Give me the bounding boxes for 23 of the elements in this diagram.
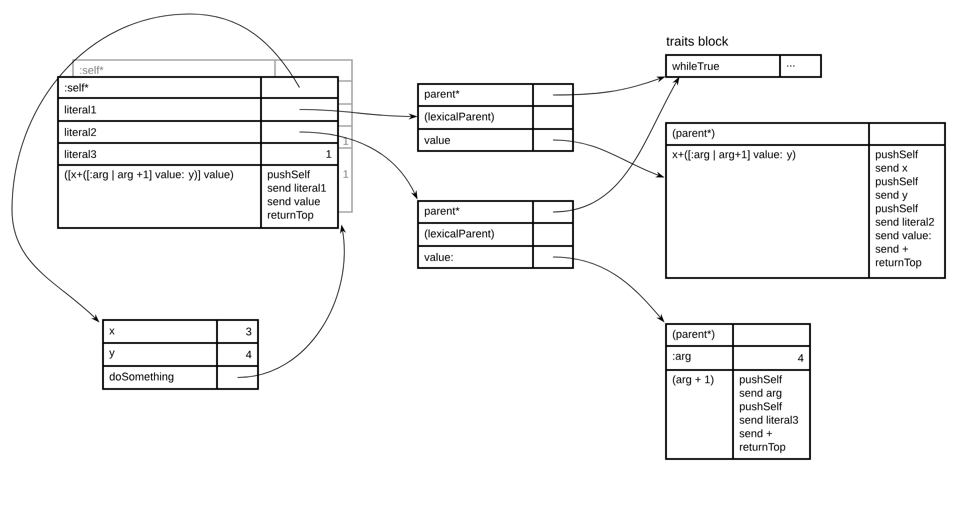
slot-cell [217, 366, 258, 389]
slot-cell [533, 129, 573, 151]
slot-label: 1 [344, 170, 348, 178]
slot-label: :self* [80, 66, 104, 74]
node-label: traits block [666, 36, 728, 46]
slot-cell: ... [780, 55, 822, 77]
slot-label: 1 [344, 137, 348, 145]
slot-cell [733, 324, 810, 346]
slot-cell [261, 121, 338, 143]
slot-cell [869, 123, 946, 145]
slot-cell: 1 [261, 143, 338, 165]
slot-cell [533, 223, 573, 246]
slot-cell [533, 246, 573, 268]
slot-cell [533, 106, 573, 129]
slot-cell [533, 84, 573, 106]
slot-cell: :arg [666, 346, 734, 370]
slot-cell: 4 [733, 346, 810, 370]
slot-cell: (parent*) [666, 324, 734, 346]
slot-cell: 3 [217, 320, 258, 343]
slot-cell [261, 77, 338, 98]
slot-cell [533, 201, 573, 223]
slot-cell: 4 [217, 343, 258, 366]
slot-cell [261, 98, 338, 121]
